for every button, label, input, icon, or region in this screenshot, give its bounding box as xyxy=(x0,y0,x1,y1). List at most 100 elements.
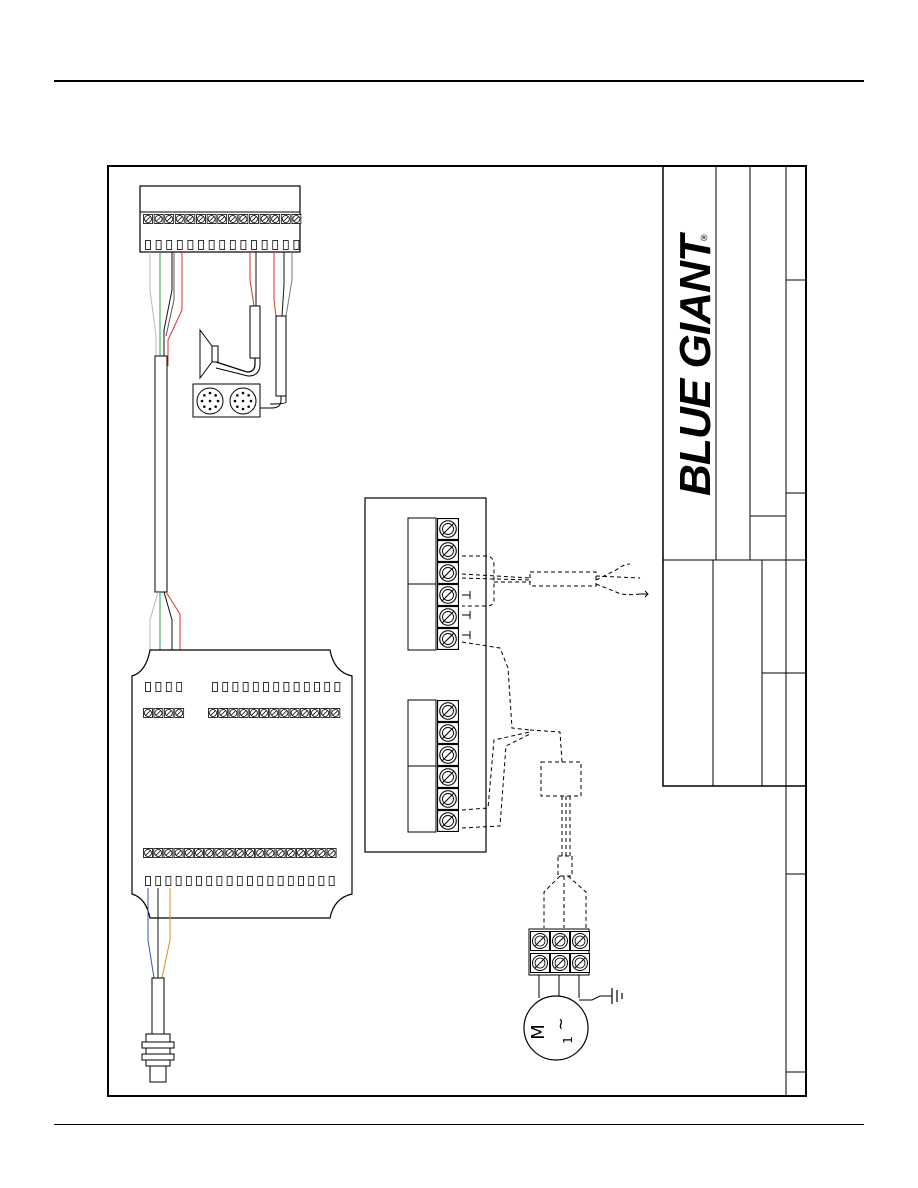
connector-pin-dot xyxy=(217,400,220,403)
terminal-pin xyxy=(146,877,151,886)
motor-terminal-screw xyxy=(531,954,550,973)
terminal-screw xyxy=(307,849,316,858)
terminal-pin xyxy=(253,683,258,692)
terminal-screw xyxy=(260,709,269,718)
terminal-screw xyxy=(229,709,238,718)
connector-pin-dot xyxy=(203,405,206,408)
terminal-screw xyxy=(209,709,218,718)
terminal-screw xyxy=(270,709,279,718)
terminal-screw xyxy=(311,709,320,718)
terminal-pin xyxy=(252,241,257,250)
terminal-pin xyxy=(146,241,151,250)
terminal-screw xyxy=(218,215,227,224)
motor-cable-sheath xyxy=(558,856,572,876)
horn-icon xyxy=(200,330,218,378)
terminal-screw xyxy=(195,849,204,858)
supply-cable-sheath xyxy=(530,572,596,586)
terminal-screw xyxy=(281,215,290,224)
power-terminal-screw xyxy=(438,723,459,744)
terminal-screw xyxy=(297,849,306,858)
horn-cable-sheath xyxy=(250,306,260,358)
dual-connector-icon xyxy=(193,384,260,417)
terminal-pin xyxy=(186,877,191,886)
terminal-pin xyxy=(197,877,202,886)
main-cable-sheath xyxy=(155,356,167,592)
motor-letter: M xyxy=(528,1024,549,1040)
connector-pin-dot xyxy=(242,392,245,395)
power-terminal-screw xyxy=(438,701,459,722)
terminal-pin xyxy=(283,241,288,250)
sensor-cable-sheath xyxy=(152,978,164,1034)
motor-terminal-screw xyxy=(551,932,570,951)
terminal-screw xyxy=(260,215,269,224)
terminal-screw xyxy=(327,849,336,858)
power-terminal-screw xyxy=(438,629,459,650)
connector-pin-dot xyxy=(250,400,253,403)
terminal-screw xyxy=(164,849,173,858)
connector-pin-dot xyxy=(236,394,239,397)
terminal-screw xyxy=(154,849,163,858)
terminal-pin xyxy=(220,241,225,250)
terminal-pin xyxy=(262,241,267,250)
terminal-screw xyxy=(228,215,237,224)
terminal-pin xyxy=(176,877,181,886)
terminal-screw xyxy=(219,709,228,718)
terminal-pin xyxy=(243,683,248,692)
terminal-screw xyxy=(239,215,248,224)
terminal-screw xyxy=(175,709,184,718)
terminal-pin xyxy=(227,877,232,886)
terminal-pin xyxy=(335,683,340,692)
motor-icon: M ~ 1 xyxy=(524,975,622,1060)
terminal-pin xyxy=(177,241,182,250)
terminal-screw xyxy=(225,849,234,858)
terminal-screw xyxy=(290,709,299,718)
top-terminal-block xyxy=(140,186,301,252)
terminal-pin xyxy=(207,877,212,886)
terminal-screw xyxy=(164,709,173,718)
power-terminal-screw xyxy=(438,745,459,766)
terminal-screw xyxy=(205,849,214,858)
connector-pin-dot xyxy=(214,405,217,408)
terminal-pin xyxy=(213,683,218,692)
terminal-pin xyxy=(264,683,269,692)
connector-pin-dot xyxy=(214,394,217,397)
terminal-pin xyxy=(230,241,235,250)
terminal-pin xyxy=(177,683,182,692)
terminal-screw xyxy=(271,215,280,224)
terminal-pin xyxy=(188,241,193,250)
connector-pin-dot xyxy=(242,400,245,403)
motor-phase-count: 1 xyxy=(561,1036,575,1044)
power-terminal-screw xyxy=(438,563,459,584)
terminal-screw xyxy=(186,215,195,224)
terminal-pin xyxy=(294,241,299,250)
terminal-screw xyxy=(292,215,301,224)
brand-logo: BLUE GIANT xyxy=(671,232,720,496)
connector-pin-dot xyxy=(209,408,212,411)
terminal-screw xyxy=(207,215,216,224)
terminal-pin xyxy=(166,683,171,692)
power-terminal-screw xyxy=(438,789,459,810)
connector-pin-dot xyxy=(201,400,204,403)
terminal-screw xyxy=(300,709,309,718)
terminal-screw xyxy=(184,849,193,858)
terminal-screw xyxy=(144,849,153,858)
terminal-screw xyxy=(317,849,326,858)
terminal-pin xyxy=(273,241,278,250)
terminal-pin xyxy=(309,877,314,886)
motor-terminal-screw xyxy=(551,954,570,973)
terminal-screw xyxy=(215,849,224,858)
registered-mark: ® xyxy=(700,234,709,244)
terminal-screw xyxy=(250,215,259,224)
terminal-screw xyxy=(144,709,153,718)
connector-pin-dot xyxy=(209,400,212,403)
motor-terminal-screw xyxy=(571,932,590,951)
terminal-pin xyxy=(274,683,279,692)
connector-pin-dot xyxy=(242,408,245,411)
terminal-screw xyxy=(165,215,174,224)
terminal-pin xyxy=(166,877,171,886)
terminal-pin xyxy=(156,241,161,250)
terminal-screw xyxy=(249,709,258,718)
terminal-pin xyxy=(156,877,161,886)
power-terminal-screw xyxy=(438,811,459,832)
